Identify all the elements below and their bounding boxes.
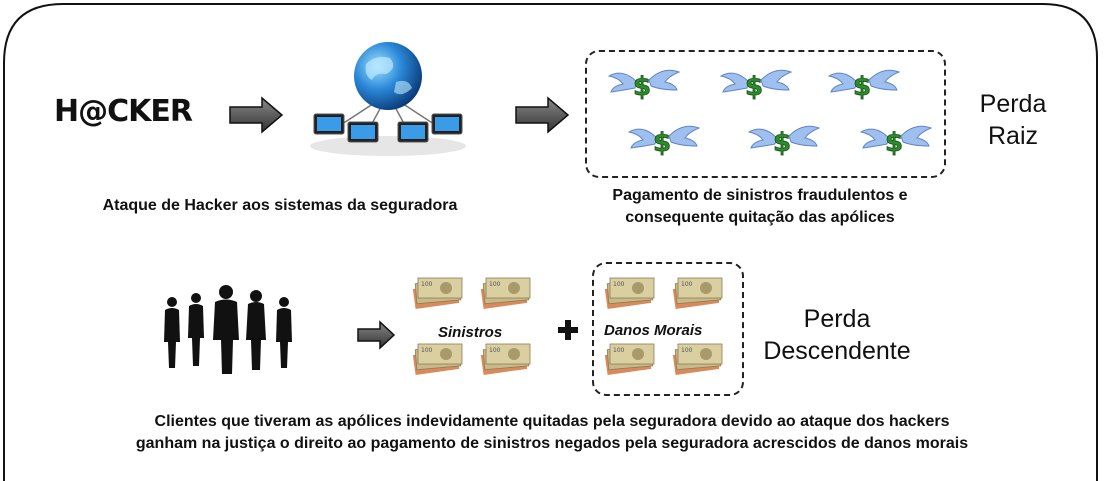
arrow-right-icon bbox=[229, 96, 284, 134]
descendant-loss-label: Perda Descendente bbox=[742, 303, 932, 367]
root-loss-label-line2: Raiz bbox=[987, 122, 1038, 150]
descendant-loss-label-line2: Descendente bbox=[763, 337, 911, 365]
descendant-caption-line1: Clientes que tiveram as apólices indevid… bbox=[154, 413, 950, 430]
root-loss-label-line1: Perda bbox=[979, 90, 1047, 118]
descendant-caption-line2: ganham na justiça o direito ao pagamento… bbox=[135, 435, 969, 452]
descendant-loss-label-line1: Perda bbox=[803, 305, 871, 333]
globe-network-icon bbox=[310, 42, 466, 156]
hacker-logo-text: H@CKER bbox=[54, 94, 193, 129]
moral-damages-label: Danos Morais bbox=[604, 322, 703, 339]
payment-caption: Pagamento de sinistros fraudulentos e co… bbox=[560, 185, 960, 229]
payment-caption-line1: Pagamento de sinistros fraudulentos e bbox=[612, 187, 908, 204]
root-loss-label: Perda Raiz bbox=[958, 88, 1068, 152]
flying-money-icons: $ bbox=[608, 69, 932, 159]
claims-label: Sinistros bbox=[438, 324, 503, 341]
arrow-right-icon bbox=[515, 96, 570, 134]
attack-caption: Ataque de Hacker aos sistemas da segurad… bbox=[102, 197, 458, 214]
plus-icon bbox=[558, 320, 578, 340]
descendant-loss-caption: Clientes que tiveram as apólices indevid… bbox=[40, 411, 1064, 455]
people-silhouette-icon bbox=[164, 285, 292, 374]
moral-damages-box bbox=[592, 262, 744, 396]
payment-caption-line2: consequente quitação das apólices bbox=[625, 209, 895, 226]
diagram-frame bbox=[3, 3, 1098, 481]
fraudulent-payments-box bbox=[585, 50, 946, 178]
arrow-right-icon bbox=[357, 320, 396, 350]
